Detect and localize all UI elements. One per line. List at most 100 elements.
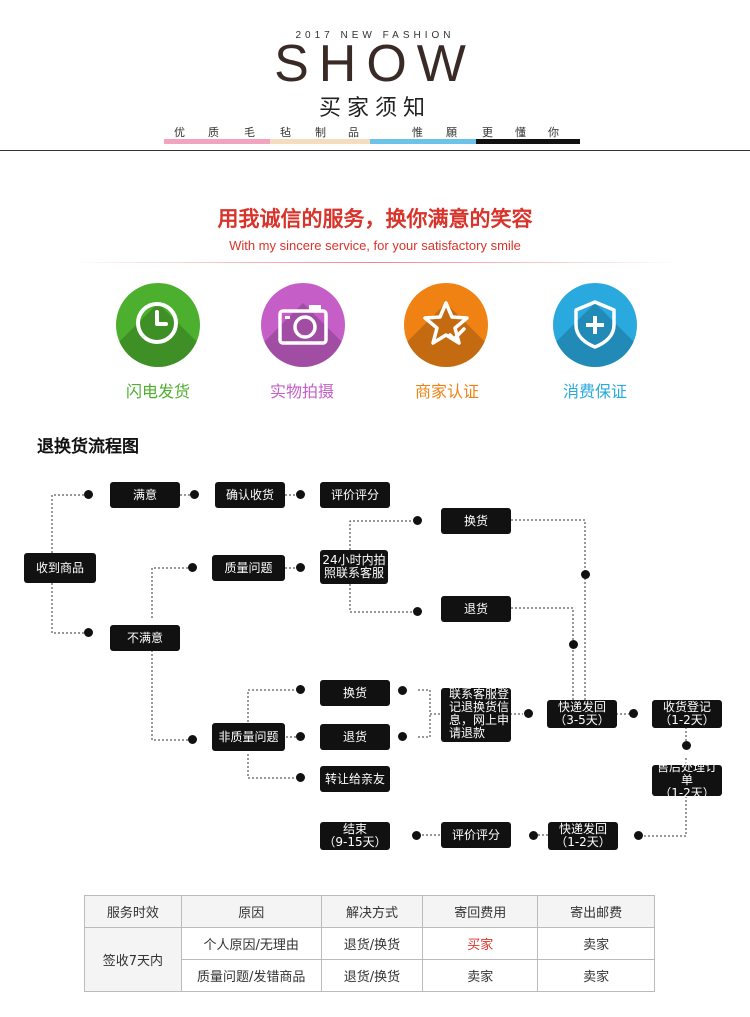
header-title: SHOW <box>274 35 476 93</box>
table-header-cell: 解决方式 <box>320 895 424 928</box>
table-row: 签收7天内 个人原因/无理由 退货/换货 买家 卖家 <box>84 927 655 992</box>
flow-node-confirm: 确认收货 <box>215 482 285 508</box>
flow-node-exchange-2: 换货 <box>320 680 390 706</box>
node-line: （1-2天） <box>659 786 715 800</box>
arrow-dot <box>634 831 643 840</box>
node-line: （1-2天） <box>555 835 611 849</box>
flow-node-receive: 收到商品 <box>24 553 96 583</box>
arrow-dot <box>190 490 199 499</box>
node-line: 结束 <box>342 822 367 836</box>
node-line: 联系客服登 <box>449 687 510 701</box>
table-cell: 个人原因/无理由 <box>180 927 322 960</box>
tagline-char: 毡 <box>280 126 291 139</box>
table-header-cell: 服务时效 <box>84 895 182 928</box>
tagline-char: 願 <box>446 126 457 139</box>
node-line: 记退换货信 <box>449 700 510 714</box>
clock-icon <box>136 302 178 344</box>
tagline-char: 优 <box>174 126 185 139</box>
node-line: 售后处理订单 <box>656 760 717 787</box>
table-cell: 退货/换货 <box>320 927 424 960</box>
arrow-dot <box>413 516 422 525</box>
arrow-dot <box>529 831 538 840</box>
table-header-row: 服务时效 原因 解决方式 寄回费用 寄出邮费 <box>84 895 655 928</box>
feature-real-photo <box>261 283 345 367</box>
arrow-dot <box>296 685 305 694</box>
flow-node-satisfied: 满意 <box>110 482 180 508</box>
camera-icon <box>278 305 328 345</box>
arrow-dot <box>569 640 578 649</box>
arrow-dot <box>296 490 305 499</box>
header-divider <box>0 150 750 151</box>
node-line: 息，网上申 <box>449 713 510 727</box>
flow-node-nonquality: 非质量问题 <box>212 723 285 751</box>
flow-node-ship: 快递发回 （3-5天） <box>547 700 617 728</box>
slogan-en: With my sincere service, for your satisf… <box>229 238 521 253</box>
node-line: （1-2天） <box>659 713 715 727</box>
flow-node-quality: 质量问题 <box>212 555 285 581</box>
arrow-dot <box>398 686 407 695</box>
table-cell: 买家 <box>422 927 539 960</box>
arrow-dot <box>524 709 533 718</box>
tagline-bar-black <box>476 139 580 144</box>
flow-node-ship-back: 快递发回 （1-2天） <box>548 822 618 850</box>
flow-node-rate: 评价评分 <box>320 482 390 508</box>
arrow-dot <box>188 735 197 744</box>
flow-node-rate-2: 评价评分 <box>441 822 511 848</box>
node-line: 请退款 <box>449 726 486 740</box>
tagline-char: 毛 <box>244 126 255 139</box>
arrow-dot <box>581 570 590 579</box>
arrow-dot <box>413 607 422 616</box>
flow-node-transfer: 转让给亲友 <box>320 766 390 792</box>
feature-label: 闪电发货 <box>125 382 190 401</box>
tagline-char: 懂 <box>515 126 526 139</box>
header-cn-title: 买家须知 <box>318 96 431 121</box>
table-row: 质量问题/发错商品 退货/换货 卖家 卖家 <box>85 959 655 992</box>
arrow-dot <box>629 709 638 718</box>
table-cell: 卖家 <box>537 959 655 992</box>
arrow-dot <box>398 732 407 741</box>
node-line: 快递发回 <box>557 700 606 714</box>
node-line: 收货登记 <box>662 700 711 714</box>
tagline-char: 惟 <box>412 126 423 139</box>
node-line: 24小时内拍 <box>322 553 386 567</box>
flow-node-unsatisfied: 不满意 <box>110 625 180 651</box>
table-cell: 卖家 <box>422 959 539 992</box>
table-period-cell: 签收7天内 <box>84 927 182 992</box>
star-badge-icon <box>423 301 469 345</box>
node-line: （9-15天） <box>323 835 387 849</box>
tagline-char: 制 <box>315 126 326 139</box>
slogan-divider <box>70 262 680 263</box>
flow-node-return: 退货 <box>441 596 511 622</box>
arrow-dot <box>296 732 305 741</box>
feature-consumer-guarantee <box>553 283 637 367</box>
feature-merchant-certified <box>404 283 488 367</box>
flow-node-receive-log: 收货登记 （1-2天） <box>652 700 722 728</box>
service-table: 服务时效 原因 解决方式 寄回费用 寄出邮费 签收7天内 个人原因/无理由 退货… <box>84 895 655 992</box>
tagline-bar-pink <box>164 139 270 144</box>
tagline-bar-beige <box>270 139 370 144</box>
arrow-dot <box>296 563 305 572</box>
arrow-dot <box>296 773 305 782</box>
arrow-dot <box>84 490 93 499</box>
flow-node-exchange: 换货 <box>441 508 511 534</box>
flow-title: 退换货流程图 <box>37 437 139 457</box>
arrow-dot <box>84 628 93 637</box>
table-header-cell: 寄回费用 <box>422 895 539 928</box>
table-cell: 质量问题/发错商品 <box>180 959 322 992</box>
flow-node-contact-24h: 24小时内拍 照联系客服 <box>320 550 388 584</box>
flow-node-aftersale: 售后处理订单 （1-2天） <box>652 761 722 800</box>
table-cell: 卖家 <box>537 927 655 960</box>
feature-label: 消费保证 <box>562 382 627 401</box>
flow-node-end: 结束 （9-15天） <box>320 822 390 850</box>
arrow-dot <box>682 741 691 750</box>
feature-label: 商家认证 <box>414 382 479 401</box>
feature-label: 实物拍摄 <box>269 382 334 401</box>
tagline-char: 你 <box>548 126 559 139</box>
node-line: （3-5天） <box>554 713 610 727</box>
tagline-char: 更 <box>482 126 493 139</box>
feature-fast-shipping <box>116 283 200 367</box>
table-header-cell: 原因 <box>180 895 322 928</box>
tagline-char: 品 <box>348 126 359 139</box>
table-cell: 退货/换货 <box>320 959 424 992</box>
